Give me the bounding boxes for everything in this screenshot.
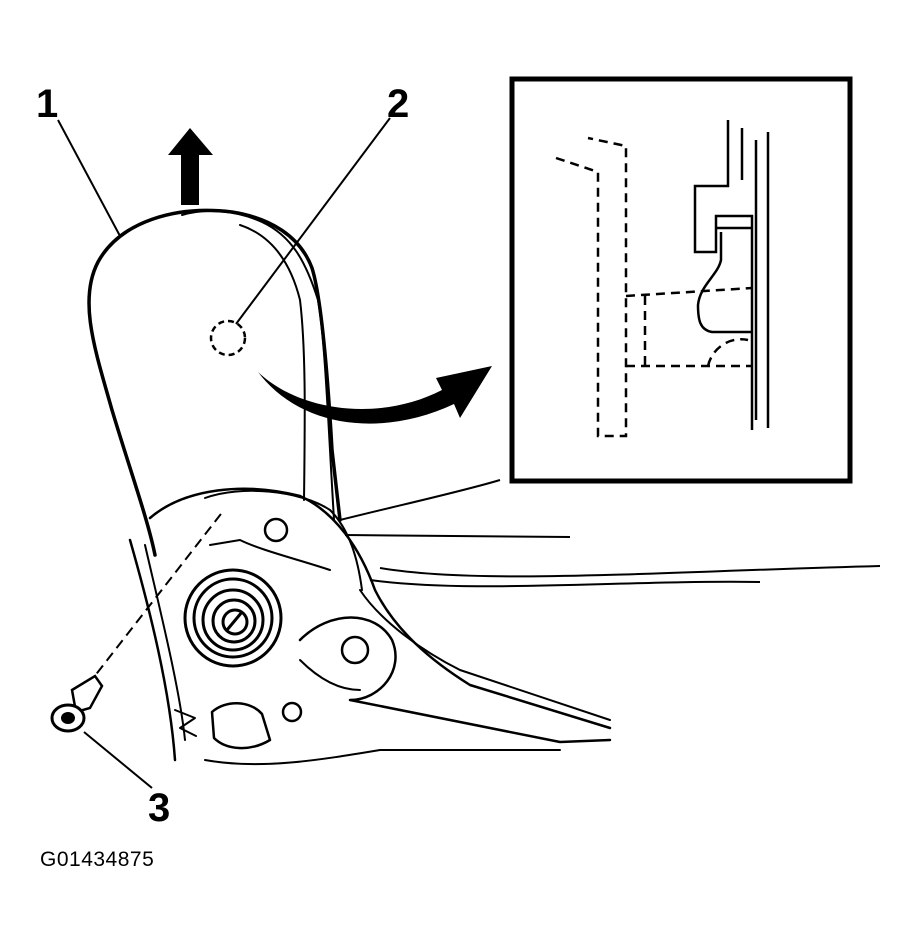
up-arrow-icon: [168, 128, 213, 205]
callout-3: 3: [148, 786, 171, 830]
callout-2: 2: [387, 82, 410, 126]
leader-lines: [57, 117, 391, 789]
curved-arrow-icon: [258, 366, 492, 424]
seat-cushion-lines: [339, 479, 881, 588]
clip-location-circle: [209, 319, 247, 357]
callout-1: 1: [36, 82, 59, 126]
seat-back-frame: [87, 208, 342, 762]
figure-id: G01434875: [40, 848, 155, 871]
bolt: [50, 509, 225, 733]
detail-inset: [509, 76, 853, 484]
recliner-mechanism: [148, 487, 612, 766]
coil-spring: [183, 568, 283, 668]
